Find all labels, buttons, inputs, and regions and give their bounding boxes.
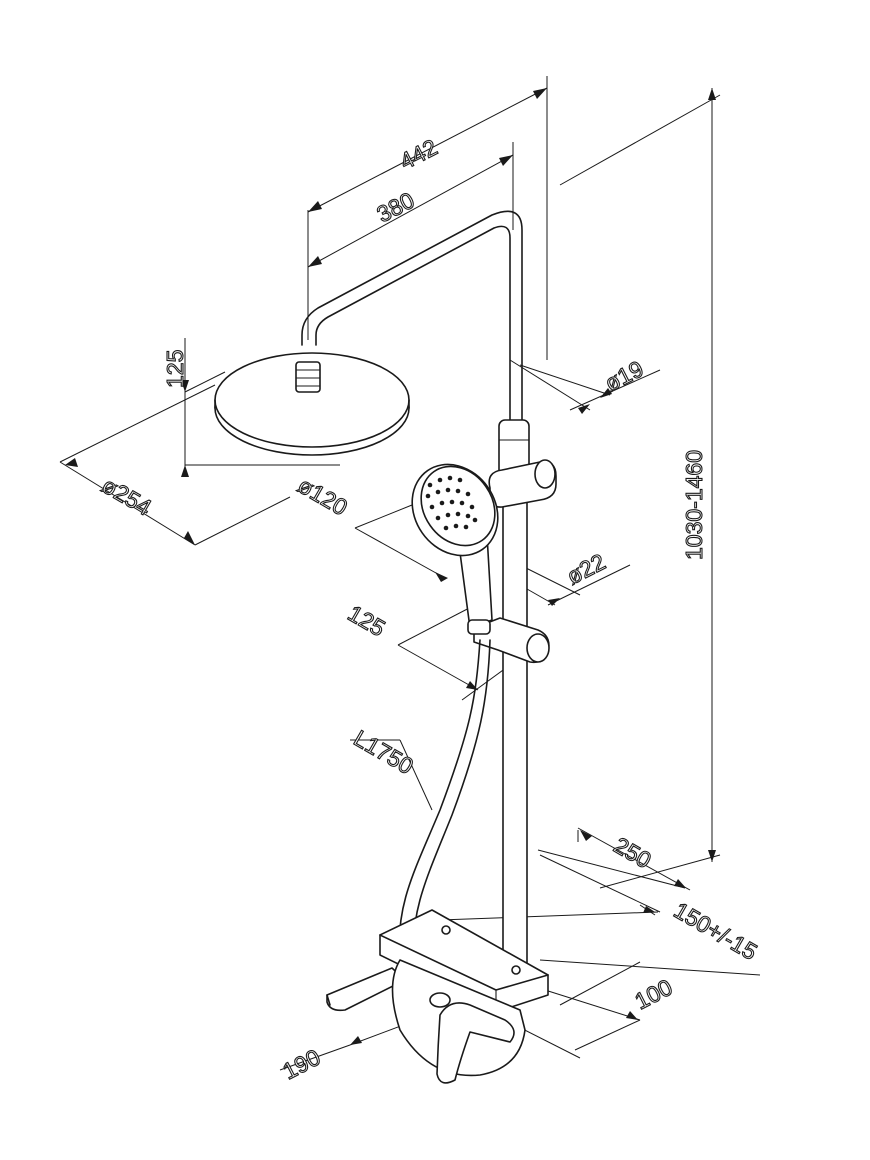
shower-arm — [301, 210, 523, 426]
hand-shower-nozzles — [425, 475, 478, 531]
dim-label-442: 442 — [395, 134, 441, 175]
dim-label-125-head: 125 — [162, 350, 188, 388]
dim-label-height: 1030-1460 — [681, 450, 707, 560]
dimension-lines — [59, 76, 761, 1071]
upper-bracket — [488, 459, 557, 508]
dim-label-150: 150+/-15 — [670, 897, 762, 965]
dim-label-d22: ø22 — [562, 548, 609, 589]
slide-rail — [502, 424, 528, 973]
dim-label-190: 190 — [278, 1044, 324, 1085]
dim-label-d254: ø254 — [98, 472, 157, 521]
thermostatic-mixer — [326, 909, 549, 1084]
dim-label-d120: ø120 — [294, 472, 352, 521]
dim-label-380: 380 — [372, 187, 418, 228]
rain-shower-head — [214, 352, 410, 456]
hand-shower — [411, 463, 499, 629]
hand-shower-holder — [467, 617, 550, 664]
dim-label-hose: L1750 — [350, 725, 418, 780]
dim-label-100: 100 — [630, 974, 676, 1015]
dim-label-125-hand: 125 — [344, 600, 390, 642]
